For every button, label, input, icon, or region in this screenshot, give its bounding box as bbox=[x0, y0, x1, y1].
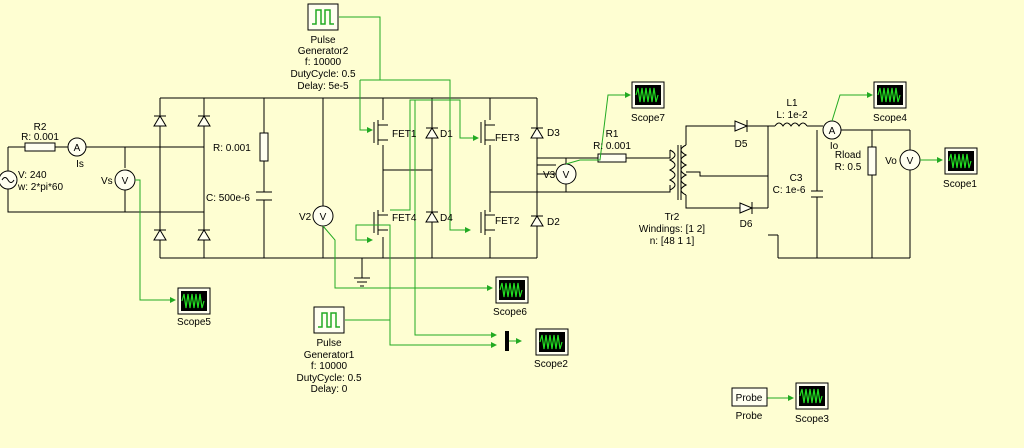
bridge-rectifier bbox=[153, 97, 537, 259]
fet1-label: FET1 bbox=[392, 129, 417, 140]
ground-symbol bbox=[354, 258, 370, 287]
source-w: w: 2*pi*60 bbox=[17, 182, 63, 193]
r2-name: R2 bbox=[34, 122, 47, 133]
d2-label: D2 bbox=[547, 217, 560, 228]
vs-label: Vs bbox=[101, 176, 113, 187]
pg1-duty: DutyCycle: 0.5 bbox=[296, 373, 361, 384]
d4-label: D4 bbox=[440, 213, 453, 224]
vo-label: Vo bbox=[885, 156, 897, 167]
ammeter-io-letter: A bbox=[829, 126, 836, 137]
voltmeter-vs-letter: V bbox=[122, 176, 129, 187]
d1-label: D1 bbox=[440, 129, 453, 140]
pg1-line2: Generator1 bbox=[304, 350, 355, 361]
ammeter-is-letter: A bbox=[74, 143, 81, 154]
scope1-icon[interactable] bbox=[944, 147, 978, 175]
pulse-generator1-icon[interactable] bbox=[313, 306, 345, 334]
mux-bar bbox=[505, 331, 509, 351]
secondary-side: A V bbox=[734, 120, 921, 259]
scope4-label: Scope4 bbox=[873, 113, 907, 124]
bridge-r-value: R: 0.001 bbox=[213, 143, 251, 154]
capacitor-c-value: C: 500e-6 bbox=[206, 193, 250, 204]
v2-label: V2 bbox=[299, 212, 312, 223]
r2-value: R: 0.001 bbox=[21, 132, 59, 143]
h-bridge bbox=[373, 98, 671, 258]
pg2-line2: Generator2 bbox=[298, 46, 349, 57]
voltmeter-vo-letter: V bbox=[907, 156, 914, 167]
resistor-r1 bbox=[597, 153, 627, 163]
resistor-rload bbox=[867, 146, 877, 176]
pulse-generator2-icon[interactable] bbox=[307, 3, 339, 31]
fet2-label: FET2 bbox=[495, 216, 520, 227]
primary-side: V bbox=[537, 125, 769, 209]
signal-wires bbox=[135, 16, 943, 401]
probe-label: Probe bbox=[736, 411, 763, 422]
scope5-label: Scope5 bbox=[177, 317, 211, 328]
r1-name: R1 bbox=[606, 129, 619, 140]
scope7-label: Scope7 bbox=[631, 113, 665, 124]
scope6-icon[interactable] bbox=[495, 276, 529, 304]
pg2-delay: Delay: 5e-5 bbox=[297, 81, 349, 92]
ac-source-section: A V bbox=[0, 130, 161, 213]
d6-label: D6 bbox=[740, 219, 753, 230]
probe-box[interactable] bbox=[731, 387, 768, 407]
source-v: V: 240 bbox=[18, 170, 47, 181]
pg1-f: f: 10000 bbox=[311, 361, 348, 372]
scope6-label: Scope6 bbox=[493, 307, 527, 318]
v3-label: V3 bbox=[543, 170, 556, 181]
bridge-resistor bbox=[259, 132, 269, 162]
io-label: Io bbox=[830, 141, 839, 152]
c3-name: C3 bbox=[790, 173, 803, 184]
probe-box-label: Probe bbox=[736, 393, 763, 404]
is-label: Is bbox=[76, 159, 84, 170]
l1-name: L1 bbox=[786, 98, 798, 109]
d3-label: D3 bbox=[547, 128, 560, 139]
scope7-icon[interactable] bbox=[631, 81, 665, 109]
pg1-delay: Delay: 0 bbox=[311, 384, 348, 395]
scope4-icon[interactable] bbox=[873, 81, 907, 109]
c3-value: C: 1e-6 bbox=[773, 185, 806, 196]
r1-value: R: 0.001 bbox=[593, 141, 631, 152]
tr2-name: Tr2 bbox=[665, 212, 680, 223]
pg2-duty: DutyCycle: 0.5 bbox=[290, 69, 355, 80]
d5-label: D5 bbox=[735, 139, 748, 150]
tr2-n: n: [48 1 1] bbox=[650, 236, 695, 247]
scope2-icon[interactable] bbox=[535, 328, 569, 356]
scope3-label: Scope3 bbox=[795, 414, 829, 425]
scope1-label: Scope1 bbox=[943, 179, 977, 190]
rload-name: Rload bbox=[835, 150, 861, 161]
tr2-windings: Windings: [1 2] bbox=[639, 224, 705, 235]
fet4-label: FET4 bbox=[392, 213, 417, 224]
pg2-line1: Pulse bbox=[310, 35, 335, 46]
voltmeter-v2-letter: V bbox=[320, 212, 327, 223]
voltmeter-v3-letter: V bbox=[563, 170, 570, 181]
fet3-label: FET3 bbox=[495, 133, 520, 144]
scope5-icon[interactable] bbox=[177, 287, 211, 315]
dc-bus: V bbox=[256, 98, 370, 287]
pg2-f: f: 10000 bbox=[305, 57, 342, 68]
scope2-label: Scope2 bbox=[534, 359, 568, 370]
pg1-line1: Pulse bbox=[316, 338, 341, 349]
rload-value: R: 0.5 bbox=[835, 162, 862, 173]
l1-value: L: 1e-2 bbox=[776, 110, 808, 121]
scope3-icon[interactable] bbox=[795, 382, 829, 410]
